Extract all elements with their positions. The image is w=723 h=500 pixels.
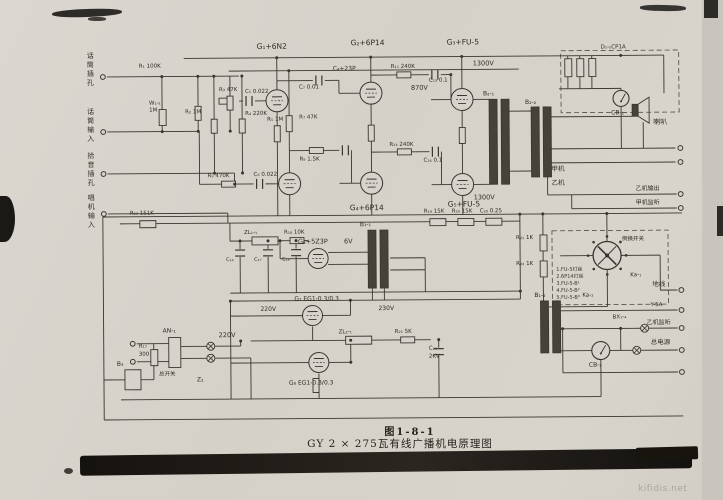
svg-text:R₄ 220K: R₄ 220K [245, 111, 267, 117]
svg-text:R₃ 47K: R₃ 47K [219, 87, 238, 93]
svg-text:地线: 地线 [652, 279, 666, 288]
svg-text:300: 300 [139, 352, 150, 358]
svg-text:AN-₁: AN-₁ [163, 327, 177, 334]
svg-text:230V: 230V [378, 305, 395, 312]
svg-text:C₂₀ 0.25: C₂₀ 0.25 [480, 208, 503, 214]
svg-text:乙机监听: 乙机监听 [647, 318, 671, 326]
svg-text:1300V: 1300V [474, 193, 496, 201]
svg-text:G₃+FU-5: G₃+FU-5 [447, 37, 480, 46]
svg-text:1M: 1M [149, 108, 158, 114]
svg-text:话筒输入: 话筒输入 [87, 107, 94, 143]
svg-text:R₁ 100K: R₁ 100K [139, 64, 161, 70]
svg-text:Ka-₂: Ka-₂ [582, 293, 593, 299]
components-layer [99, 53, 685, 393]
svg-text:C₁₄ 0.1: C₁₄ 0.1 [423, 158, 442, 164]
scan-artifact-top-right-corner [704, 0, 718, 18]
svg-text:CB-₁: CB-₁ [611, 109, 625, 116]
svg-text:870V: 870V [411, 84, 428, 92]
svg-text:D₁-₅CP1A: D₁-₅CP1A [601, 44, 626, 50]
figure-number: 图1-8-1 [384, 427, 436, 438]
svg-text:C₁₆: C₁₆ [226, 257, 234, 263]
svg-text:220V: 220V [260, 306, 277, 313]
svg-text:R₂₅ 5K: R₂₅ 5K [395, 329, 413, 335]
svg-text:6V: 6V [344, 237, 353, 245]
svg-text:G₇ EG1-0.3/0.3: G₇ EG1-0.3/0.3 [294, 295, 339, 302]
svg-text:R₁₉ 15K: R₁₉ 15K [424, 209, 445, 215]
scan-artifact-right-tick [717, 206, 723, 236]
schematic-root: G₁+6N2 G₂+6P14 G₃+FU-5G₄+6P14 G₅+FU-5G₆+5Z3… [87, 37, 685, 421]
svg-text:G₅+FU-5: G₅+FU-5 [448, 199, 481, 208]
svg-text:乙机: 乙机 [552, 178, 566, 187]
svg-text:R₂₃ 151K: R₂₃ 151K [130, 211, 155, 217]
watermark: kifidis.net [638, 484, 688, 494]
labels-layer: G₁+6N2 G₂+6P14 G₃+FU-5G₄+6P14 G₅+FU-5G₆+5Z3… [87, 37, 671, 386]
svg-text:3.FU-5-B¹: 3.FU-5-B¹ [556, 281, 579, 287]
figure-title: GY 2 × 275瓦有线广播机电原理图 [307, 438, 493, 450]
svg-text:B₂-₂: B₂-₂ [525, 99, 537, 106]
svg-text:R₅ 1M: R₅ 1M [267, 117, 283, 123]
svg-text:C₄+23P: C₄+23P [333, 65, 356, 72]
svg-text:R₁₁ 240K: R₁₁ 240K [391, 64, 416, 70]
svg-text:CB-₂: CB-₂ [589, 362, 603, 369]
svg-text:BX₁-₄: BX₁-₄ [613, 314, 628, 320]
svg-text:C₂₄: C₂₄ [429, 346, 438, 352]
svg-text:G₆+5Z3P: G₆+5Z3P [298, 237, 328, 245]
svg-text:G₄+6P14: G₄+6P14 [350, 203, 384, 212]
svg-text:C₁₃ 0.1: C₁₃ 0.1 [429, 78, 448, 84]
svg-text:R₁₇: R₁₇ [139, 344, 147, 350]
svg-text:拾音插孔: 拾音插孔 [87, 151, 94, 187]
svg-text:R₈ 470K: R₈ 470K [208, 173, 230, 179]
svg-text:B₂-₁: B₂-₁ [483, 90, 495, 97]
svg-text:220V: 220V [219, 331, 236, 339]
svg-text:倒换开关: 倒换开关 [622, 234, 645, 242]
svg-text:ZL₁-₁: ZL₁-₁ [244, 230, 257, 236]
svg-text:R₇ 47K: R₇ 47K [299, 115, 318, 121]
svg-text:唱机输入: 唱机输入 [88, 194, 95, 229]
svg-text:C₇ 0.01: C₇ 0.01 [299, 84, 319, 90]
svg-text:Ka-₁: Ka-₁ [630, 272, 641, 278]
wires-layer [102, 54, 684, 421]
svg-text:1.FU-5灯丝: 1.FU-5灯丝 [556, 266, 582, 273]
svg-text:4.FU-5-B²: 4.FU-5-B² [556, 288, 579, 294]
svg-text:乙机输出: 乙机输出 [636, 184, 660, 192]
svg-text:C₁₈: C₁₈ [282, 257, 290, 263]
svg-text:喇叭: 喇叭 [653, 117, 667, 126]
svg-text:R₁₃ 240K: R₁₃ 240K [389, 142, 414, 148]
scan-artifact-bottom-left-dot [64, 468, 73, 474]
svg-text:G₁+6N2: G₁+6N2 [257, 42, 288, 51]
svg-text:B₃: B₃ [117, 361, 124, 368]
svg-text:R₁₈ 10K: R₁₈ 10K [284, 230, 305, 236]
svg-text:R₂ 1M: R₂ 1M [185, 109, 201, 115]
scan-artifact-top-left-2 [88, 17, 106, 21]
svg-text:2.6P14灯丝: 2.6P14灯丝 [556, 273, 583, 280]
svg-text:话筒插孔: 话筒插孔 [87, 51, 94, 87]
svg-text:B₁-₁: B₁-₁ [360, 221, 372, 228]
svg-text:R₉ 1.5K: R₉ 1.5K [299, 156, 320, 162]
svg-text:R₂₂ 1K: R₂₂ 1K [516, 261, 534, 267]
svg-text:ZL₂-₁: ZL₂-₁ [339, 329, 352, 335]
svg-text:Y-5A: Y-5A [649, 302, 662, 308]
scan-artifact-bottom-strip-tail [635, 446, 699, 461]
scan-edge-shade [702, 0, 723, 500]
svg-text:总电源: 总电源 [651, 337, 671, 346]
dashed-boxes-layer [551, 49, 680, 306]
svg-text:C₆ 0.022: C₆ 0.022 [254, 172, 278, 178]
svg-text:B₁-₂: B₁-₂ [534, 292, 546, 299]
svg-text:R₂₁ 1K: R₂₁ 1K [516, 235, 534, 241]
svg-text:G₈ EG1-0.3/0.3: G₈ EG1-0.3/0.3 [289, 379, 334, 386]
svg-text:C₅ 0.022: C₅ 0.022 [245, 89, 269, 95]
svg-text:W₁-₁: W₁-₁ [149, 101, 161, 107]
svg-text:R₂₀ 15K: R₂₀ 15K [452, 208, 473, 214]
svg-text:甲机监听: 甲机监听 [636, 198, 660, 206]
scan-artifact-left-blob [0, 196, 15, 242]
svg-text:总开关: 总开关 [159, 369, 176, 377]
svg-text:甲机: 甲机 [551, 164, 565, 173]
svg-text:Z₂: Z₂ [197, 376, 204, 383]
svg-text:5.FU-5-B³: 5.FU-5-B³ [556, 295, 579, 301]
svg-text:C₁₇: C₁₇ [254, 257, 262, 263]
svg-text:1300V: 1300V [473, 59, 495, 67]
svg-text:2KV: 2KV [429, 354, 440, 360]
svg-text:G₂+6P14: G₂+6P14 [351, 38, 385, 47]
